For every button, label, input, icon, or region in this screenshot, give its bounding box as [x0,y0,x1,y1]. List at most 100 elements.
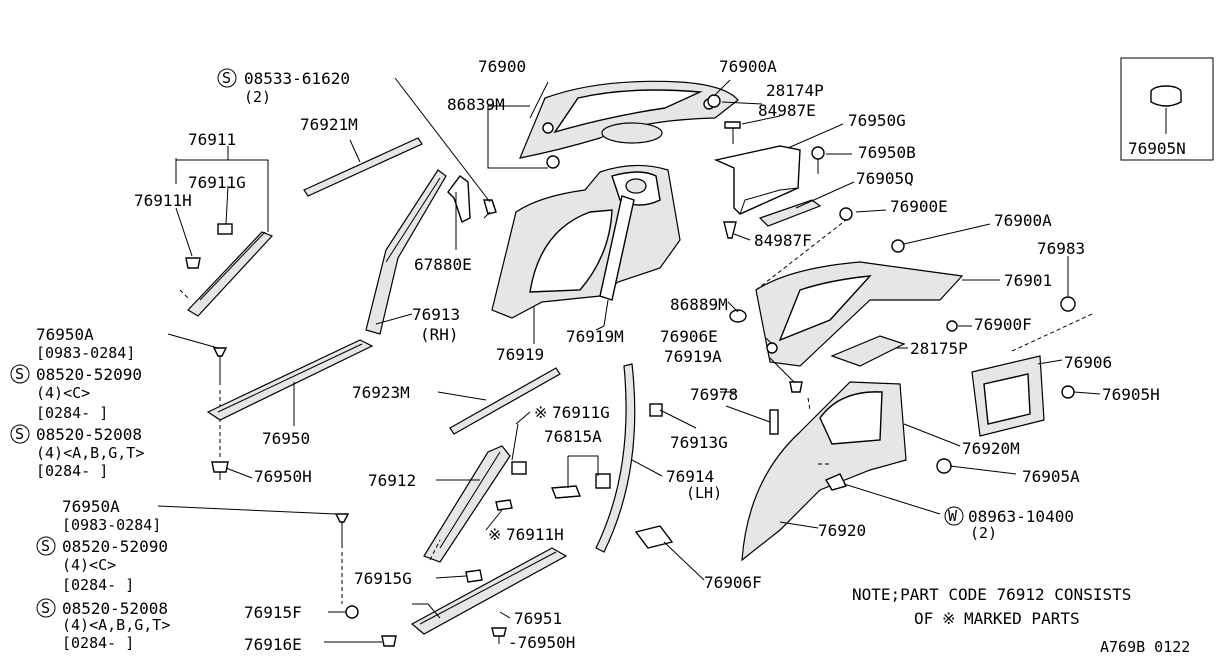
label-76906: 76906 [1064,353,1112,372]
label-76950: 76950 [262,429,310,448]
label-76901: 76901 [1004,271,1052,290]
star-76911g: ※ [534,403,547,422]
label-0284-2: [0284- ] [36,462,108,480]
label-76905a: 76905A [1022,467,1080,486]
s-circle-letter-3: S [15,425,24,443]
label-76950g: 76950G [848,111,906,130]
label-76919m: 76919M [566,327,624,346]
part-76906f-bracket [634,525,674,549]
label-76914-lh: (LH) [686,484,722,502]
label-08520-52090-2-qty: (4)<C> [62,556,116,574]
part-76900-panel [519,80,739,169]
label-76921m: 76921M [300,115,358,134]
label-84987f: 84987F [754,231,812,250]
label-08520-52008-2: 08520-52008 [62,599,168,618]
label-08520-52008-1: 08520-52008 [36,425,142,444]
label-0284-3: [0284- ] [62,576,134,594]
label-76906f: 76906F [704,573,762,592]
s-circle-symbol-2 [10,364,30,384]
label-76983: 76983 [1037,239,1085,258]
label-76911g-star: 76911G [552,403,610,422]
label-76920m: 76920M [962,439,1020,458]
label-08963-qty: (2) [970,524,997,542]
label-08520-52090-2: 08520-52090 [62,537,168,556]
label-28175p: 28175P [910,339,968,358]
label-08520-52090-1-qty: (4)<C> [36,384,90,402]
label-76900e: 76900E [890,197,948,216]
part-76912-pillar [423,445,527,563]
label-76900a-mid: 76900A [994,211,1052,230]
label-76923m: 76923M [352,383,410,402]
label-76915g: 76915G [354,569,412,588]
label-0284-1: [0284- ] [36,404,108,422]
label-76916e: 76916E [244,635,302,654]
label-76911h-star: 76911H [506,525,564,544]
part-28175p-cover [830,335,906,367]
label-76905h: 76905H [1102,385,1160,404]
label-76815a: 76815A [544,427,602,446]
part-mid-clips [729,309,803,393]
s-circle-letter-4: S [41,537,50,555]
s-circle-symbol-5 [36,598,56,618]
s-circle-symbol [217,68,237,88]
label-76905n: 76905N [1128,139,1186,158]
part-76950h-clip-1 [211,461,229,480]
s-circle-symbol-4 [36,536,56,556]
note-star: ※ [942,609,955,628]
part-76919-quarter-trim [491,164,681,327]
label-86889m: 86889M [670,295,728,314]
part-76913g-clip [649,403,663,417]
label-76913g: 76913G [670,433,728,452]
note-block: NOTE;PART CODE 76912 CONSISTS OF ※ MARKE… [852,585,1131,628]
note-line-2-suffix: MARKED PARTS [964,609,1080,628]
part-76815a-fasteners [550,473,611,499]
label-76950a-1: 76950A [36,325,94,344]
inset-box-76905n [1120,57,1214,161]
label-28174p: 28174P [766,81,824,100]
part-76914-lh-garnish [595,363,636,553]
s-circle-letter-5: S [41,599,50,617]
label-76920: 76920 [818,521,866,540]
assembly-dashes [429,219,1093,561]
label-76950h-2: -76950H [508,633,575,652]
label-76911: 76911 [188,130,236,149]
label-76950h-1: 76950H [254,467,312,486]
s-circle-letter-2: S [15,365,24,383]
part-76950a-screw-2 [334,513,350,604]
label-08963: 08963-10400 [968,507,1074,526]
part-76921m-strip [303,137,423,197]
label-76912: 76912 [368,471,416,490]
note-line-2-prefix: OF [914,609,933,628]
footer-code: A769B 0122 [1100,638,1190,656]
label-76915f: 76915F [244,603,302,622]
label-08533: 08533-61620 [244,69,350,88]
label-76900a-top: 76900A [719,57,777,76]
part-76951-sill [410,547,568,635]
part-76906-bracket [936,355,1075,474]
label-76978: 76978 [690,385,738,404]
label-76911h: 76911H [134,191,192,210]
label-76950b: 76950B [858,143,916,162]
label-76951: 76951 [514,609,562,628]
part-clips-upper [707,94,741,144]
label-76900: 76900 [478,57,526,76]
label-76914: 76914 [666,467,714,486]
label-76911g: 76911G [188,173,246,192]
part-76950-sill [206,339,374,421]
w-circle-letter: W [948,507,958,525]
part-76911-pillar [179,223,274,317]
w-circle-symbol [944,506,964,526]
part-76913-rh-garnish [365,169,447,335]
label-76905q: 76905Q [856,169,914,188]
label-76913: 76913 [412,305,460,324]
note-line-1: NOTE;PART CODE 76912 CONSISTS [852,585,1131,604]
label-08520-52008-2-qty: (4)<A,B,G,T> [62,616,170,634]
label-86839m: 86839M [447,95,505,114]
part-76950g-bracket [713,145,825,239]
label-76950a-1-range: [0983-0284] [36,344,135,362]
part-76923m-strip [449,367,561,435]
part-76950a-screw-1 [212,347,228,460]
label-08533-qty: (2) [244,88,271,106]
label-76913-rh: (RH) [420,325,459,344]
